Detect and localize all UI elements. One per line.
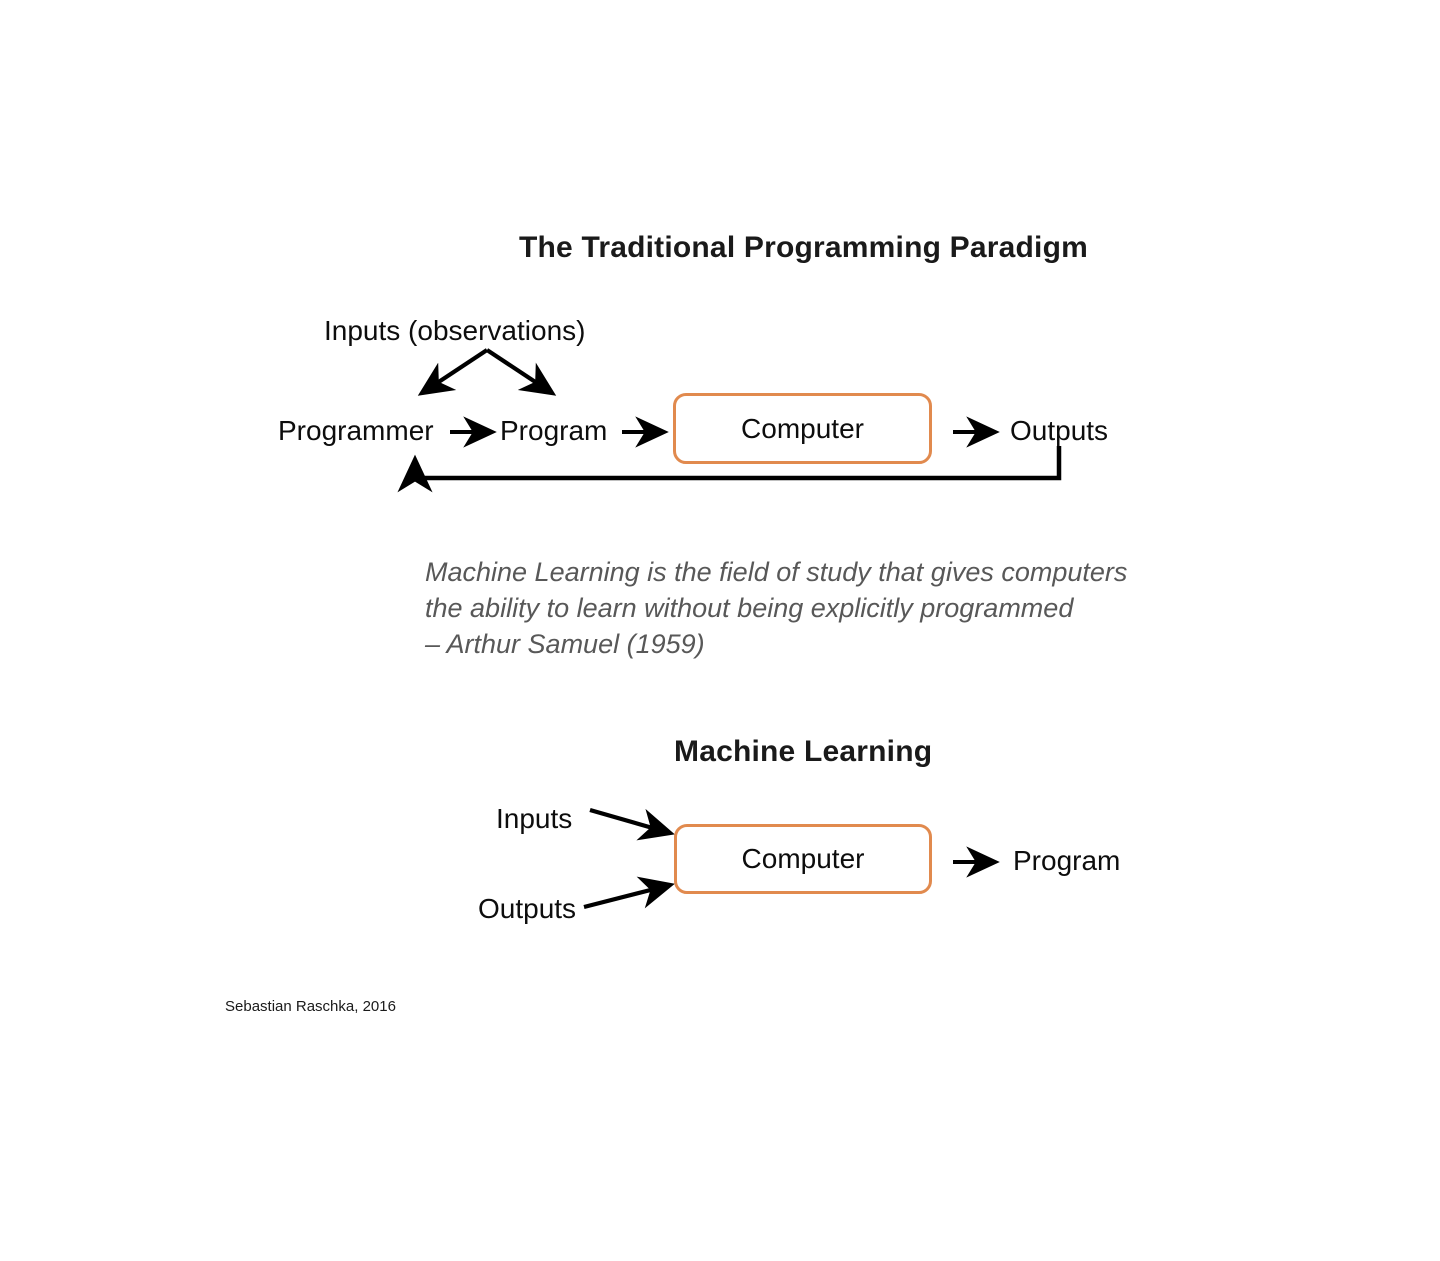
ml-computer-box: Computer xyxy=(674,824,932,894)
feedback-loop-arrow xyxy=(397,446,1062,493)
quote-line-2: the ability to learn without being expli… xyxy=(425,593,1074,623)
programmer-to-program-arrow xyxy=(450,416,497,448)
traditional-computer-label: Computer xyxy=(741,412,864,444)
traditional-paradigm-title: The Traditional Programming Paradigm xyxy=(519,231,1088,264)
traditional-computer-box: Computer xyxy=(673,393,932,464)
traditional-inputs-label: Inputs (observations) xyxy=(324,315,586,346)
ml-outputs-arrow xyxy=(583,876,675,910)
traditional-outputs-label: Outputs xyxy=(1010,415,1109,446)
inputs-branch-arrows xyxy=(417,348,557,396)
ml-outputs-label: Outputs xyxy=(478,893,577,924)
programmer-label: Programmer xyxy=(278,415,434,446)
machine-learning-title: Machine Learning xyxy=(674,735,933,768)
ml-inputs-arrow xyxy=(589,807,675,841)
computer-to-outputs-arrow xyxy=(953,416,1000,448)
arthur-samuel-quote: Machine Learning is the field of study t… xyxy=(425,554,1127,662)
ml-inputs-label: Inputs xyxy=(496,803,573,834)
ml-program-label: Program xyxy=(1013,845,1121,876)
program-to-computer-arrow xyxy=(622,416,669,448)
quote-attribution: – Arthur Samuel (1959) xyxy=(425,629,705,659)
ml-computer-label: Computer xyxy=(741,843,865,874)
program-label: Program xyxy=(500,415,608,446)
ml-computer-to-program-arrow xyxy=(953,846,1000,878)
author-credit: Sebastian Raschka, 2016 xyxy=(225,998,396,1015)
quote-line-1: Machine Learning is the field of study t… xyxy=(425,557,1128,587)
